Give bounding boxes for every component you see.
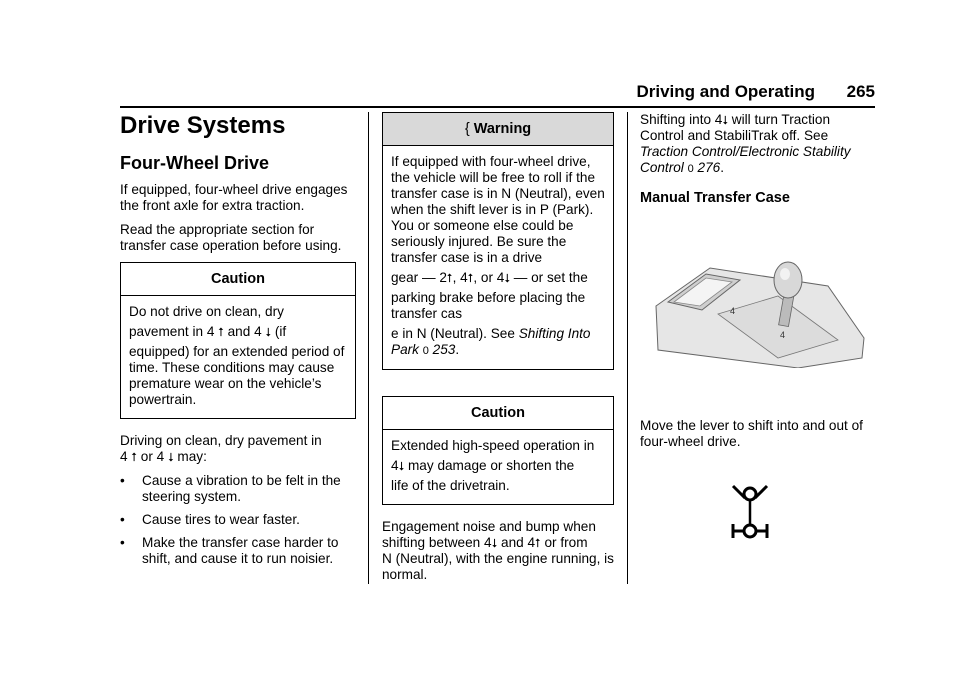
driving-text: Driving on clean, dry pavement in	[120, 433, 322, 448]
warning-text: gear — 2	[391, 270, 447, 285]
caution-rest: equipped) for an extended period of time…	[129, 344, 345, 407]
caution-box-1: Caution Do not drive on clean, dry pavem…	[120, 262, 356, 419]
warning-gear-line: gear — 2⭡, 4⭡, or 4⭣ — or set the	[391, 270, 605, 286]
section-title: Driving and Operating	[636, 82, 815, 101]
page-ref-icon: 0	[687, 163, 694, 175]
section-heading: Four-Wheel Drive	[120, 153, 270, 173]
engagement-paragraph: Engagement noise and bump when shifting …	[382, 519, 614, 583]
caution-line-arrows: 4⭣ may damage or shorten the	[391, 458, 605, 474]
warning-text: parking brake before placing the transfe…	[391, 290, 586, 321]
arrow-down-icon: ⭣	[398, 459, 405, 473]
arrow-up-icon: ⭡	[467, 271, 474, 285]
bullet: •	[120, 512, 125, 527]
page-header: Driving and Operating 265	[120, 82, 875, 104]
column-divider-1	[368, 112, 369, 584]
driving-text: 4	[120, 449, 128, 464]
list-item-text: Cause tires to wear faster.	[142, 512, 300, 527]
warning-text: , or 4	[473, 270, 505, 285]
warning-text: , 4	[452, 270, 468, 285]
caution-text: may damage or shorten the	[407, 458, 575, 473]
arrow-down-icon: ⭣	[491, 536, 498, 550]
caution-body: Do not drive on clean, dry pavement in 4…	[121, 296, 355, 418]
shift-label: 4	[780, 330, 785, 340]
column-3: Shifting into 4⭣ will turn Traction Cont…	[640, 112, 875, 449]
warning-text: e in N (Neutral). See	[391, 326, 515, 341]
arrow-up-icon: ⭡	[535, 536, 541, 550]
page-number: 265	[846, 82, 875, 101]
arrow-up-icon: ⭡	[446, 271, 453, 285]
traction-text: will turn Traction	[731, 112, 831, 127]
list-item: • Cause a vibration to be felt in the ste…	[120, 473, 356, 505]
traction-paragraph: Shifting into 4⭣ will turn Traction Cont…	[640, 112, 875, 177]
caution-line: life of the drivetrain.	[391, 478, 510, 493]
column-divider-2	[627, 112, 628, 584]
arrow-up-icon: ⭡	[131, 450, 137, 464]
warning-icon: {	[464, 121, 470, 137]
intro-paragraph: If equipped, four-wheel drive engages th…	[120, 182, 348, 213]
bullet: •	[120, 535, 125, 550]
page-ref-icon: 0	[422, 345, 429, 357]
transfer-case-illustration: 4 4	[655, 261, 865, 368]
list-item-text: Cause a vibration to be felt in the stee…	[142, 473, 341, 504]
warning-box: { Warning If equipped with four-wheel dr…	[382, 112, 614, 370]
shift-label: 4	[730, 306, 735, 316]
traction-control-link[interactable]: Traction Control/Electronic Stability Co…	[640, 144, 851, 175]
move-lever-paragraph: Move the lever to shift into and out of …	[640, 418, 863, 449]
warning-text: .	[455, 342, 460, 357]
arrow-down-icon: ⭣	[722, 113, 729, 127]
caution-line-arrows: pavement in 4 ⭡ and 4 ⭣ (if	[129, 324, 347, 340]
list-item-text: Make the transfer case harder to shift, …	[142, 535, 339, 566]
warning-text: — or set the	[513, 270, 588, 285]
engagement-text: and 4	[501, 535, 536, 550]
engagement-text: N (Neutral), with the engine running, is…	[382, 551, 614, 582]
header-rule	[120, 106, 875, 108]
four-wheel-drive-symbol-icon	[731, 484, 769, 539]
caution-line: Do not drive on clean, dry	[129, 304, 284, 319]
list-item: • Make the transfer case harder to shift,…	[120, 535, 356, 567]
caution-text: pavement in 4	[129, 324, 215, 339]
list-item: • Cause tires to wear faster.	[120, 512, 356, 528]
warning-see-line: e in N (Neutral). See Shifting Into Park…	[391, 326, 605, 359]
bullet: •	[120, 473, 125, 488]
driving-paragraph: Driving on clean, dry pavement in 4 ⭡ or…	[120, 433, 356, 465]
driving-text: may:	[177, 449, 207, 464]
warning-header: { Warning	[383, 113, 613, 146]
caution-body: Extended high-speed operation in 4⭣ may …	[383, 430, 613, 504]
traction-text: Control and StabiliTrak off. See	[640, 128, 829, 143]
manual-transfer-case-heading: Manual Transfer Case	[640, 190, 790, 206]
arrow-down-icon: ⭣	[265, 325, 272, 339]
warning-text: If equipped with four-wheel drive, the v…	[391, 154, 605, 265]
column-1: Drive Systems Four-Wheel Drive If equipp…	[120, 112, 356, 574]
engagement-text: shifting between 4	[382, 535, 492, 550]
arrow-down-icon: ⭣	[504, 271, 510, 285]
read-paragraph: Read the appropriate section for transfe…	[120, 222, 342, 253]
engagement-text: Engagement noise and bump when	[382, 519, 596, 534]
caution-text: 4	[391, 458, 399, 473]
arrow-up-icon: ⭡	[218, 325, 224, 339]
warning-body: If equipped with four-wheel drive, the v…	[383, 146, 613, 369]
engagement-text: or from	[544, 535, 588, 550]
caution-text: (if	[274, 324, 287, 339]
caution-title: Caution	[121, 263, 355, 296]
caution-text: and 4	[227, 324, 262, 339]
shifting-into-park-link[interactable]: Shifting Into Park	[391, 326, 591, 357]
caution-box-2: Caution Extended high-speed operation in…	[382, 396, 614, 505]
page-ref[interactable]: 253	[432, 342, 456, 357]
caution-line: Extended high-speed operation in	[391, 438, 595, 453]
traction-text: .	[720, 160, 724, 175]
driving-text: or 4	[140, 449, 165, 464]
effects-list: • Cause a vibration to be felt in the ste…	[120, 473, 356, 567]
arrow-down-icon: ⭣	[167, 450, 174, 464]
page-title: Drive Systems	[120, 112, 286, 139]
caution-title: Caution	[383, 397, 613, 430]
warning-title: Warning	[473, 121, 532, 137]
page-ref[interactable]: 276	[697, 160, 721, 175]
column-2: { Warning If equipped with four-wheel dr…	[382, 112, 614, 591]
traction-text: Shifting into 4	[640, 112, 723, 127]
